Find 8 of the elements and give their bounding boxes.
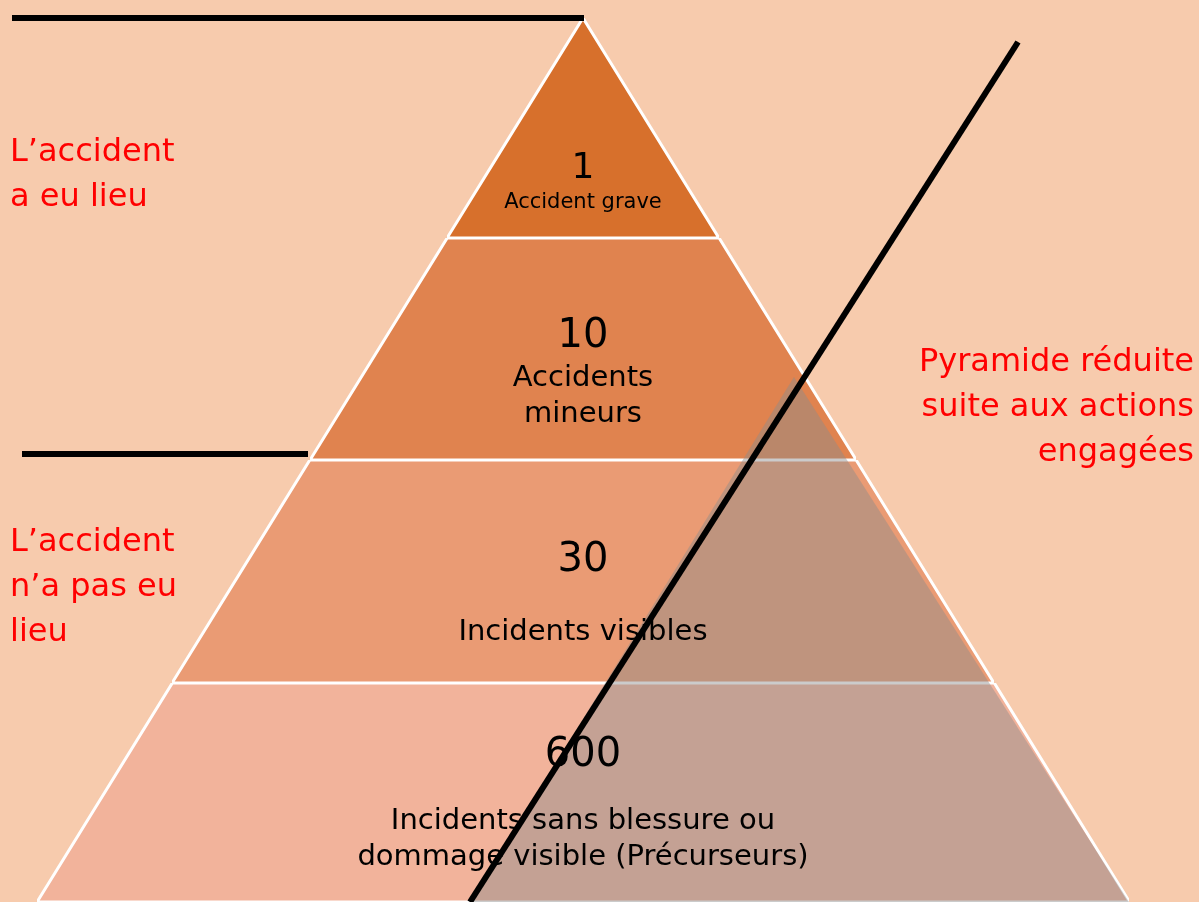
count-number: 1: [571, 144, 595, 188]
side-note: Pyramide réduite suite aux actions engagées: [917, 340, 1194, 471]
count-number: 30: [557, 533, 609, 582]
count-number: 10: [557, 309, 609, 358]
side-note: L’accident a eu lieu: [10, 130, 176, 216]
side-note: L’accident n’a pas eu lieu: [10, 520, 178, 651]
level-label: Accident grave: [504, 188, 662, 215]
level-label: Accidents mineurs: [511, 358, 655, 431]
